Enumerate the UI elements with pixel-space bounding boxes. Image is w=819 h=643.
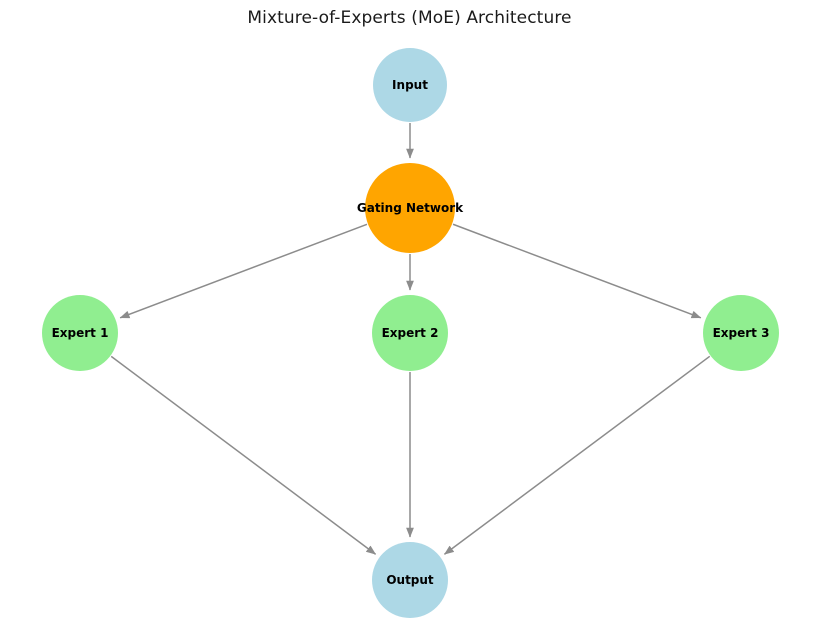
graph-node-expert2[interactable] <box>372 295 448 371</box>
graph-node-gating[interactable] <box>365 163 455 253</box>
graph-edge-gating-to-expert3 <box>452 223 702 319</box>
page-title: Mixture-of-Experts (MoE) Architecture <box>247 8 572 28</box>
graph-edge-expert1-to-output <box>110 355 377 555</box>
graph-node-input[interactable] <box>373 48 447 122</box>
graph-node-expert3[interactable] <box>703 295 779 371</box>
edge-layer <box>110 123 711 555</box>
graph-node-expert1[interactable] <box>42 295 118 371</box>
graph-edge-gating-to-expert1 <box>119 223 368 319</box>
node-layer <box>42 48 779 618</box>
graph-node-output[interactable] <box>372 542 448 618</box>
graph-edge-expert3-to-output <box>443 355 711 555</box>
